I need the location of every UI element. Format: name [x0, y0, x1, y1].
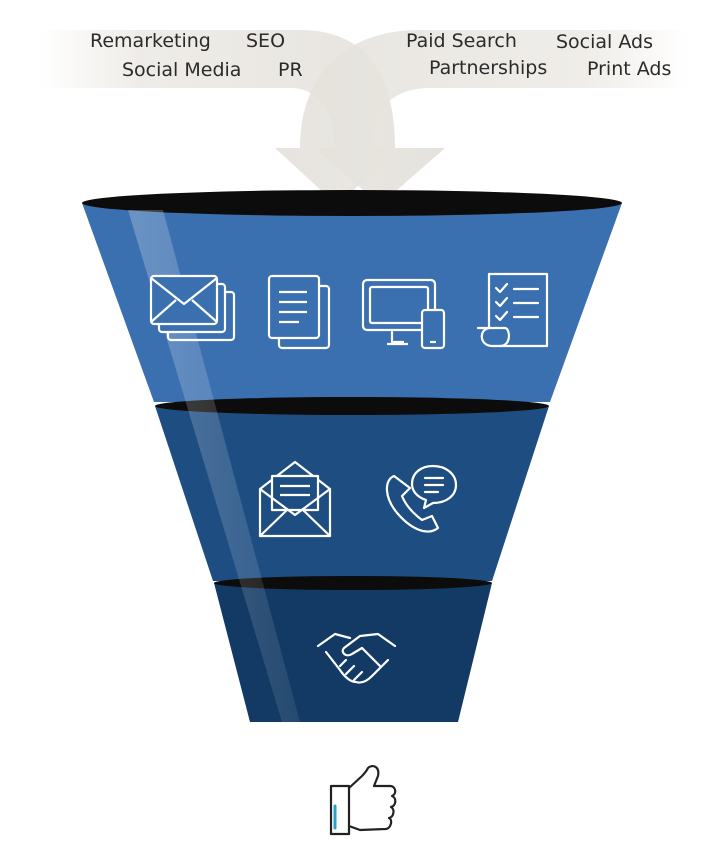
checklist-icon [476, 272, 549, 348]
channel-paid-search: Paid Search [406, 30, 517, 52]
channel-print-ads: Print Ads [587, 58, 671, 80]
funnel-tier-middle [155, 397, 549, 581]
channel-pr: PR [278, 59, 303, 81]
open-letter-icon [258, 460, 332, 538]
channel-social-ads: Social Ads [556, 31, 653, 53]
channel-social-media: Social Media [122, 59, 241, 81]
monitor-phone-icon [361, 278, 446, 350]
right-channel-arrow [275, 30, 690, 205]
phone-chat-icon [385, 464, 458, 533]
thumbs-up-icon [329, 765, 397, 836]
handshake-icon [316, 632, 397, 684]
channel-partnerships: Partnerships [429, 57, 547, 79]
channel-seo: SEO [246, 30, 285, 52]
documents-icon [267, 274, 331, 350]
funnel-tier-top [82, 190, 622, 402]
envelopes-icon [149, 274, 236, 342]
channel-remarketing: Remarketing [90, 30, 211, 52]
funnel-highlight [128, 210, 300, 722]
